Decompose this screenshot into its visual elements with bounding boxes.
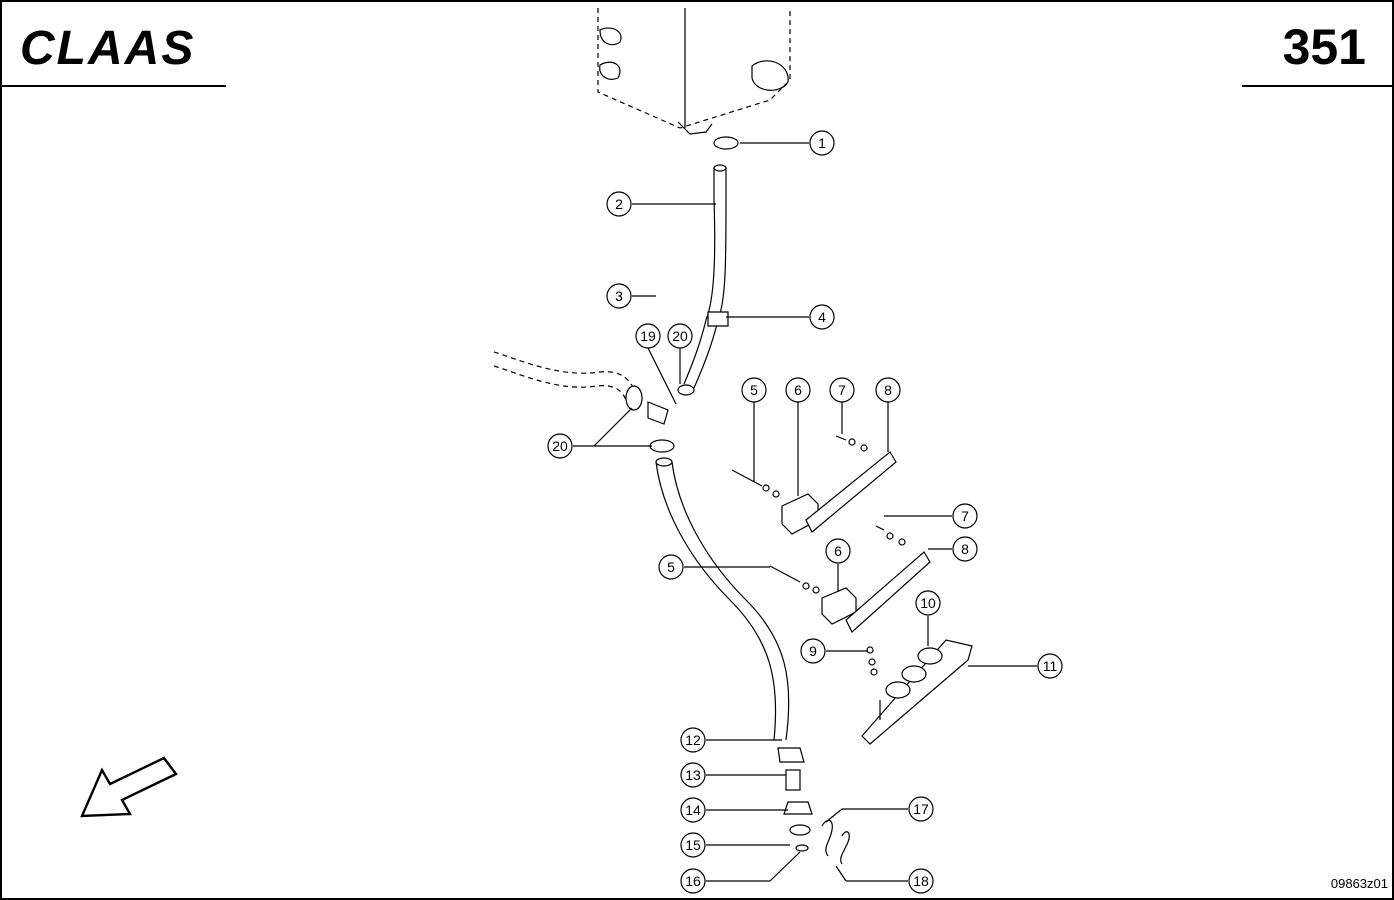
svg-text:13: 13 (685, 767, 701, 783)
svg-text:15: 15 (685, 837, 701, 853)
svg-text:7: 7 (838, 382, 846, 398)
svg-text:5: 5 (750, 382, 758, 398)
svg-text:16: 16 (685, 873, 701, 889)
bracket-assembly (861, 639, 973, 745)
callout-6: 6 (785, 377, 811, 403)
svg-text:18: 18 (913, 873, 929, 889)
svg-text:8: 8 (961, 541, 969, 557)
callout-19: 19 (635, 323, 661, 349)
svg-text:7: 7 (961, 508, 969, 524)
callout-18: 18 (908, 868, 934, 894)
direction-arrow-icon (80, 756, 178, 818)
callout-1: 1 (809, 130, 835, 156)
callout-13: 13 (680, 762, 706, 788)
y-connector (493, 351, 695, 453)
drawing-id: 09863z01 (1331, 876, 1388, 891)
callout-3: 3 (606, 283, 632, 309)
svg-text:19: 19 (640, 328, 656, 344)
callout-8: 8 (875, 377, 901, 403)
svg-text:CLAAS: CLAAS (20, 22, 195, 75)
svg-text:10: 10 (920, 595, 936, 611)
callout-12: 12 (680, 727, 706, 753)
lower-hose (655, 457, 790, 741)
callout-7: 7 (829, 377, 855, 403)
callout-17: 17 (908, 796, 934, 822)
page-number: 351 (1283, 19, 1366, 75)
clamp-set-lower (769, 525, 931, 633)
lower-fittings (777, 747, 850, 865)
callout-16: 16 (680, 868, 706, 894)
callout-15: 15 (680, 832, 706, 858)
callout-10: 10 (915, 590, 941, 616)
svg-text:5: 5 (667, 559, 675, 575)
callout-5: 5 (741, 377, 767, 403)
callout-7-lower: 7 (952, 503, 978, 529)
svg-text:6: 6 (794, 382, 802, 398)
svg-text:20: 20 (672, 328, 688, 344)
svg-text:20: 20 (552, 438, 568, 454)
callout-4: 4 (809, 304, 835, 330)
callouts: 1 2 3 4 5 6 7 8 19 20 20 5 6 7 8 9 10 11… (547, 130, 1063, 894)
callout-8-lower: 8 (952, 536, 978, 562)
callout-14: 14 (680, 797, 706, 823)
svg-text:12: 12 (685, 732, 701, 748)
svg-text:6: 6 (834, 543, 842, 559)
svg-text:2: 2 (615, 196, 623, 212)
svg-text:1: 1 (818, 135, 826, 151)
upper-hose (683, 136, 739, 389)
callout-5-lower: 5 (658, 554, 684, 580)
callout-11: 11 (1037, 653, 1063, 679)
svg-text:14: 14 (685, 802, 701, 818)
clamp-set-upper (731, 435, 897, 535)
callout-2: 2 (606, 191, 632, 217)
leader-lines (573, 142, 1037, 882)
svg-text:17: 17 (913, 801, 929, 817)
callout-6-lower: 6 (825, 538, 851, 564)
svg-text:8: 8 (884, 382, 892, 398)
claas-logo: CLAAS (20, 22, 195, 75)
svg-text:9: 9 (809, 643, 817, 659)
callout-9: 9 (800, 638, 826, 664)
callout-20-left: 20 (547, 433, 573, 459)
callout-20: 20 (667, 323, 693, 349)
svg-text:11: 11 (1043, 658, 1058, 674)
svg-text:3: 3 (615, 288, 623, 304)
tank-assembly (597, 8, 791, 135)
svg-text:4: 4 (818, 309, 826, 325)
